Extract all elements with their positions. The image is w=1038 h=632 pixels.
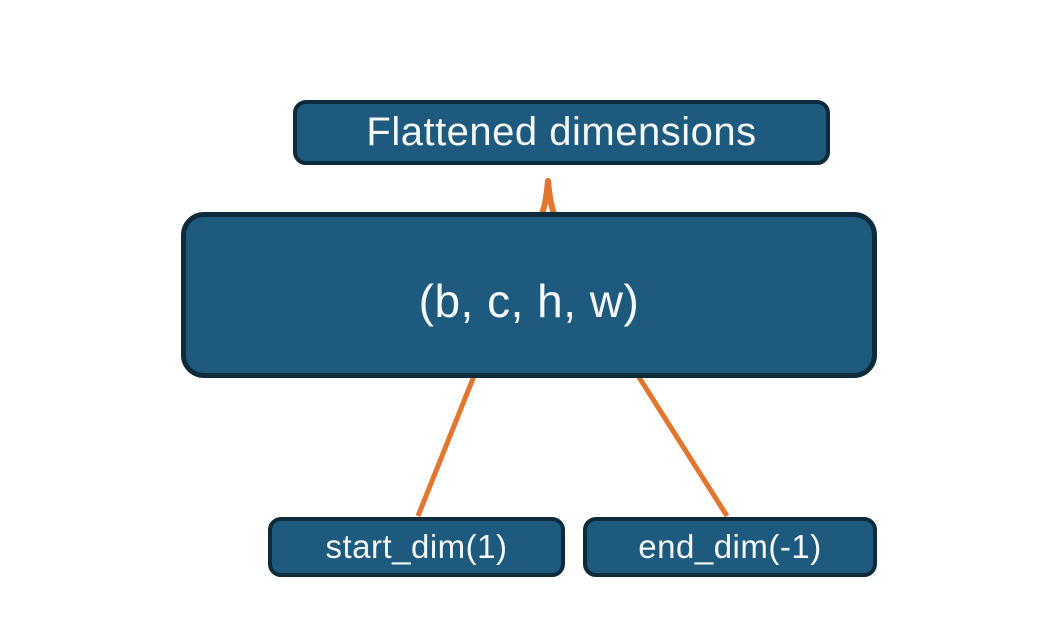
tensor-shape-label: (b, c, h, w) <box>418 275 640 327</box>
flattened-dimensions-box: Flattened dimensions <box>293 100 830 165</box>
start-dim-box: start_dim(1) <box>268 517 565 577</box>
start-dim-label: start_dim(1) <box>325 528 508 565</box>
tensor-shape-box: (b, c, h, w) <box>181 212 877 378</box>
end-dim-box: end_dim(-1) <box>583 517 877 577</box>
flattened-dimensions-label: Flattened dimensions <box>366 110 757 154</box>
end-dim-label: end_dim(-1) <box>638 528 822 565</box>
